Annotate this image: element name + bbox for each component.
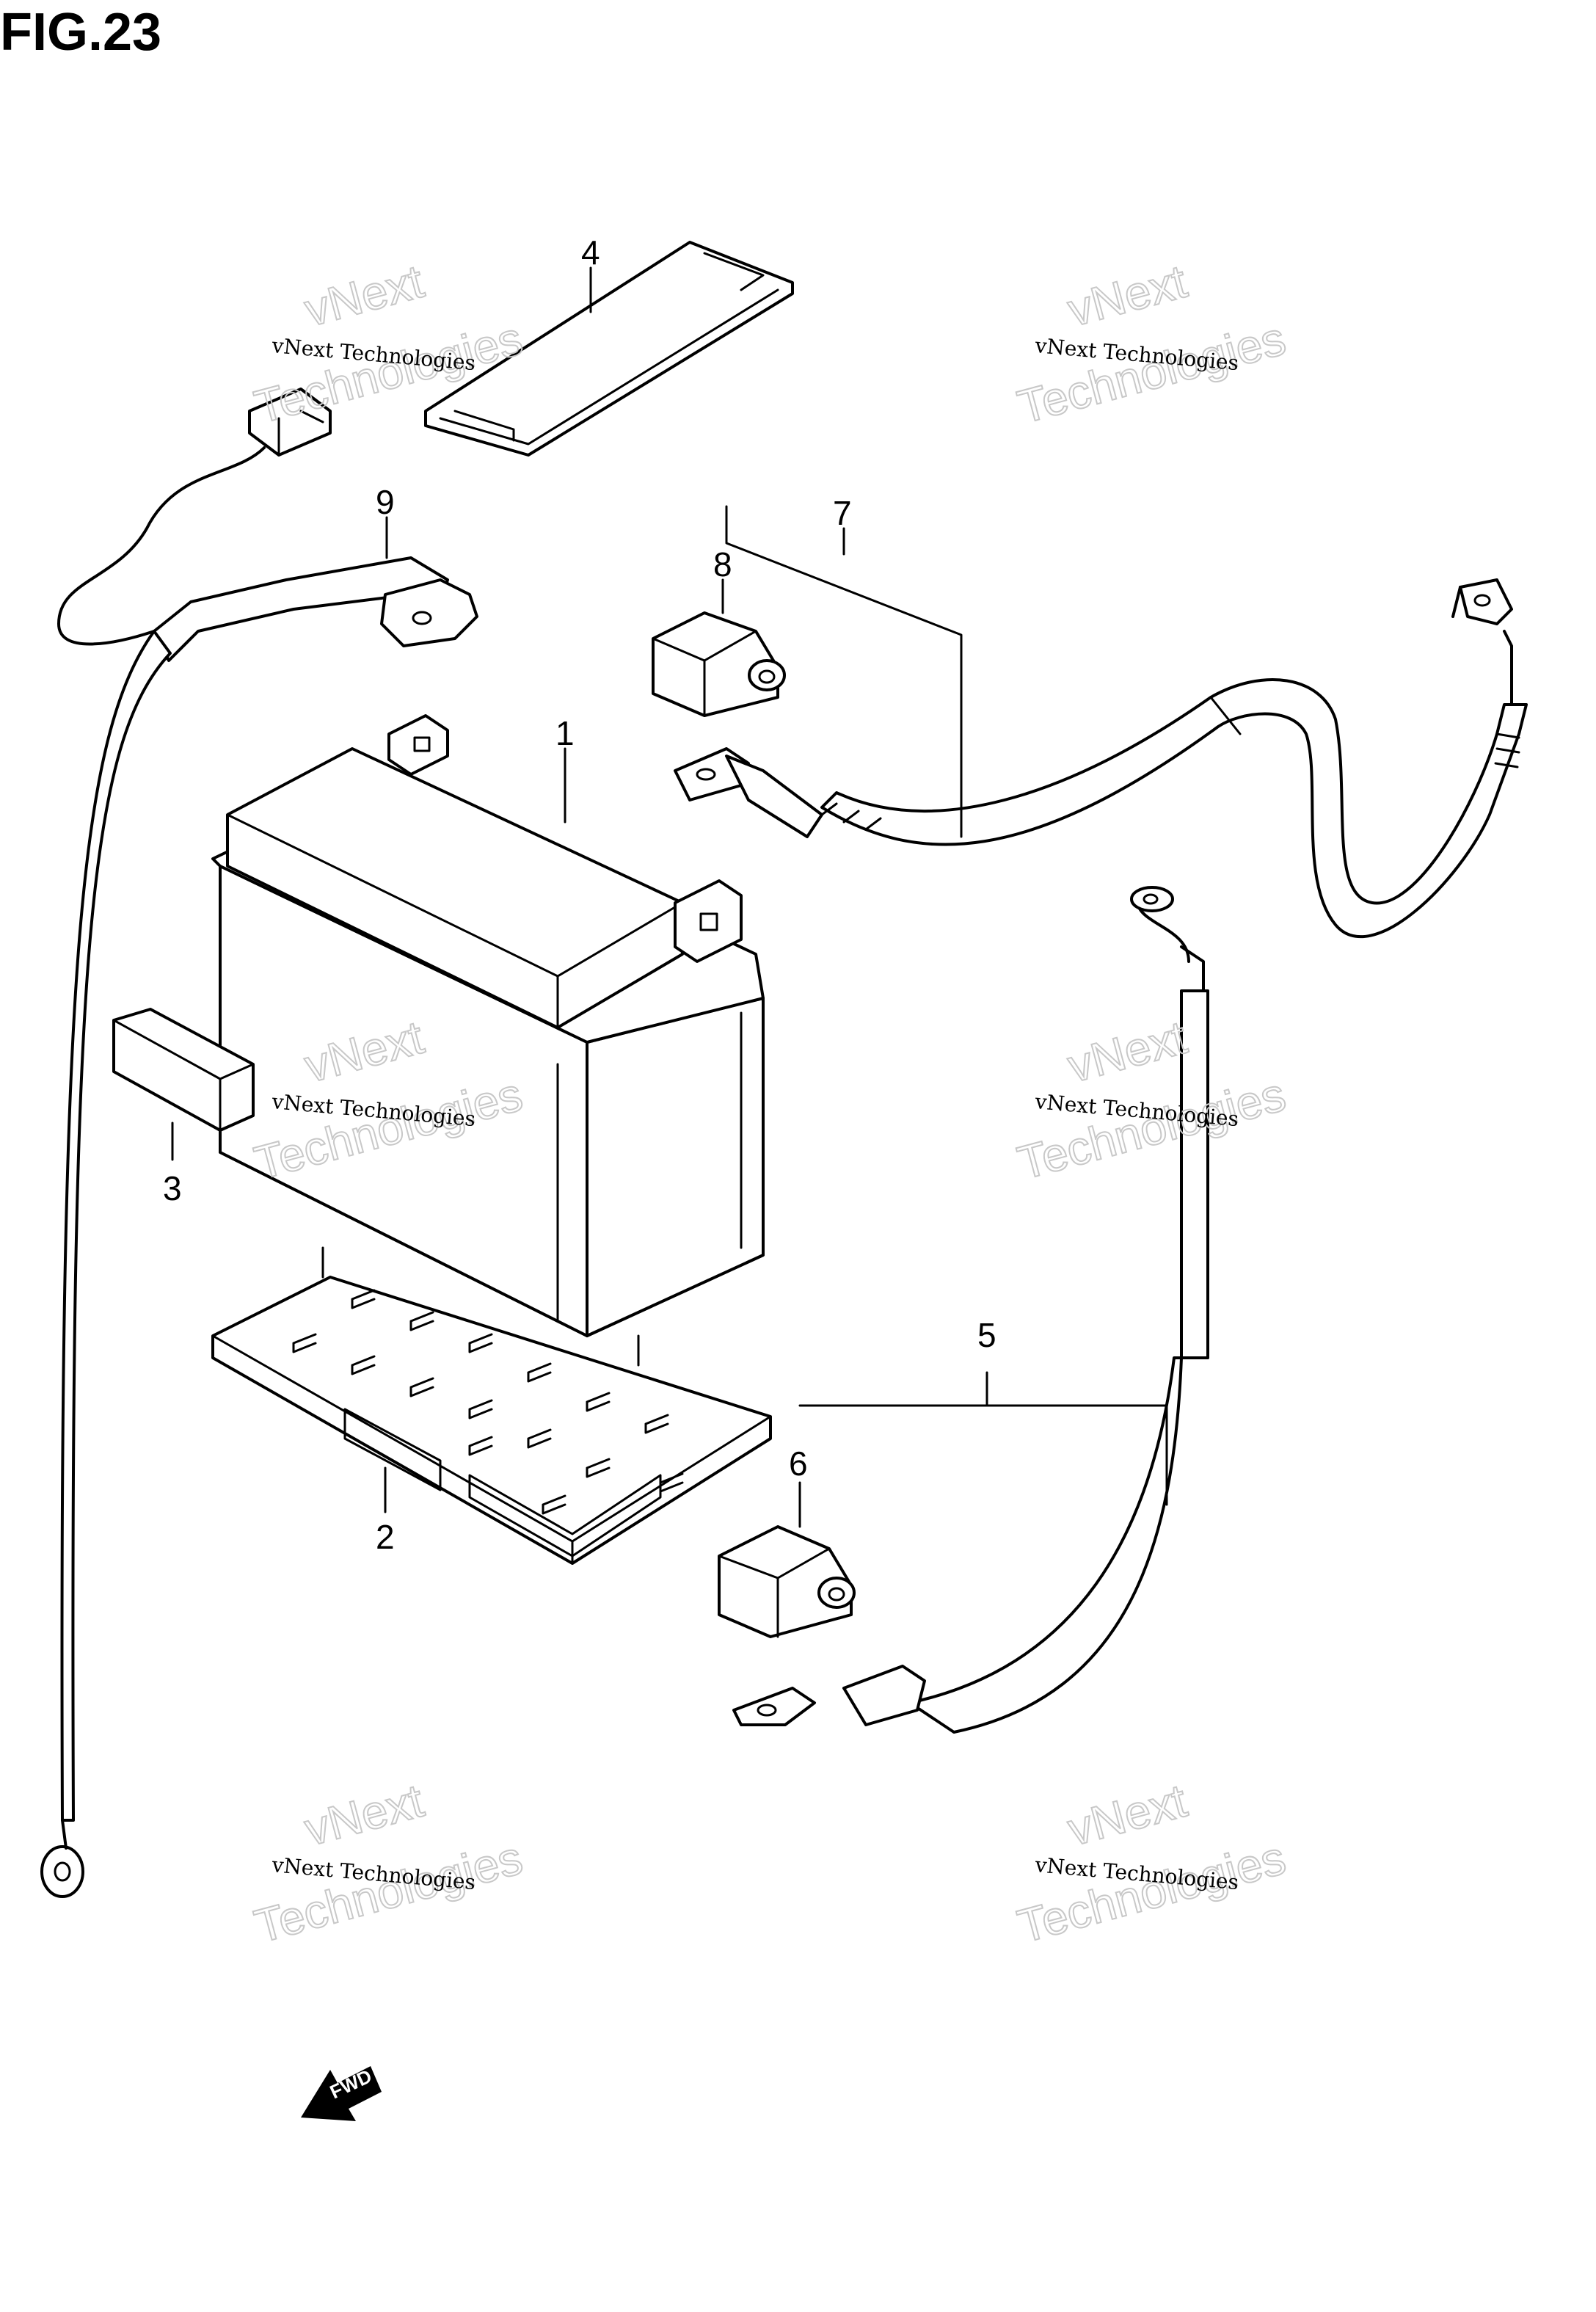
watermark-brand: vNext bbox=[1063, 1774, 1192, 1856]
positive-cable bbox=[674, 578, 1528, 938]
callout-7: 7 bbox=[833, 494, 852, 532]
watermark-company: Technologies bbox=[1013, 312, 1291, 434]
terminal-cap-positive bbox=[652, 611, 786, 717]
watermark-brand: vNext bbox=[299, 255, 429, 337]
watermark-company: Technologies bbox=[1013, 1831, 1291, 1953]
terminal-cap-negative bbox=[718, 1525, 856, 1638]
forward-arrow-icon: FWD bbox=[301, 2065, 382, 2121]
watermark-company: Technologies bbox=[249, 1831, 528, 1953]
leader-7 bbox=[725, 505, 963, 838]
callout-6: 6 bbox=[789, 1444, 808, 1483]
callout-9: 9 bbox=[376, 483, 395, 521]
watermark-brand: vNext bbox=[299, 1774, 429, 1856]
callout-3: 3 bbox=[163, 1169, 182, 1207]
watermark-bottom-right: vNext Technologies vNext Technologies bbox=[1012, 1773, 1291, 1954]
watermark-company: Technologies bbox=[1013, 1068, 1291, 1190]
callout-2: 2 bbox=[376, 1518, 395, 1556]
callout-5: 5 bbox=[977, 1316, 996, 1354]
callout-4: 4 bbox=[581, 233, 600, 272]
negative-cable bbox=[732, 886, 1209, 1734]
battery bbox=[211, 714, 765, 1337]
figure-title: FIG.23 bbox=[0, 3, 161, 62]
battery-band bbox=[424, 241, 794, 457]
tray-slots bbox=[292, 1289, 684, 1515]
harness-lead bbox=[40, 388, 478, 1898]
battery-label bbox=[112, 1008, 255, 1132]
leader-5 bbox=[798, 1371, 1168, 1506]
watermark-bottom-left: vNext Technologies vNext Technologies bbox=[249, 1773, 528, 1954]
watermark-top-right: vNext Technologies vNext Technologies bbox=[1012, 254, 1291, 435]
battery-tray bbox=[211, 1246, 772, 1565]
callout-8: 8 bbox=[713, 545, 732, 584]
watermark-mid-right: vNext Technologies vNext Technologies bbox=[1012, 1010, 1291, 1190]
watermark-brand: vNext bbox=[1063, 255, 1192, 337]
watermark-brand: vNext bbox=[1063, 1011, 1192, 1093]
callout-1: 1 bbox=[555, 714, 575, 752]
